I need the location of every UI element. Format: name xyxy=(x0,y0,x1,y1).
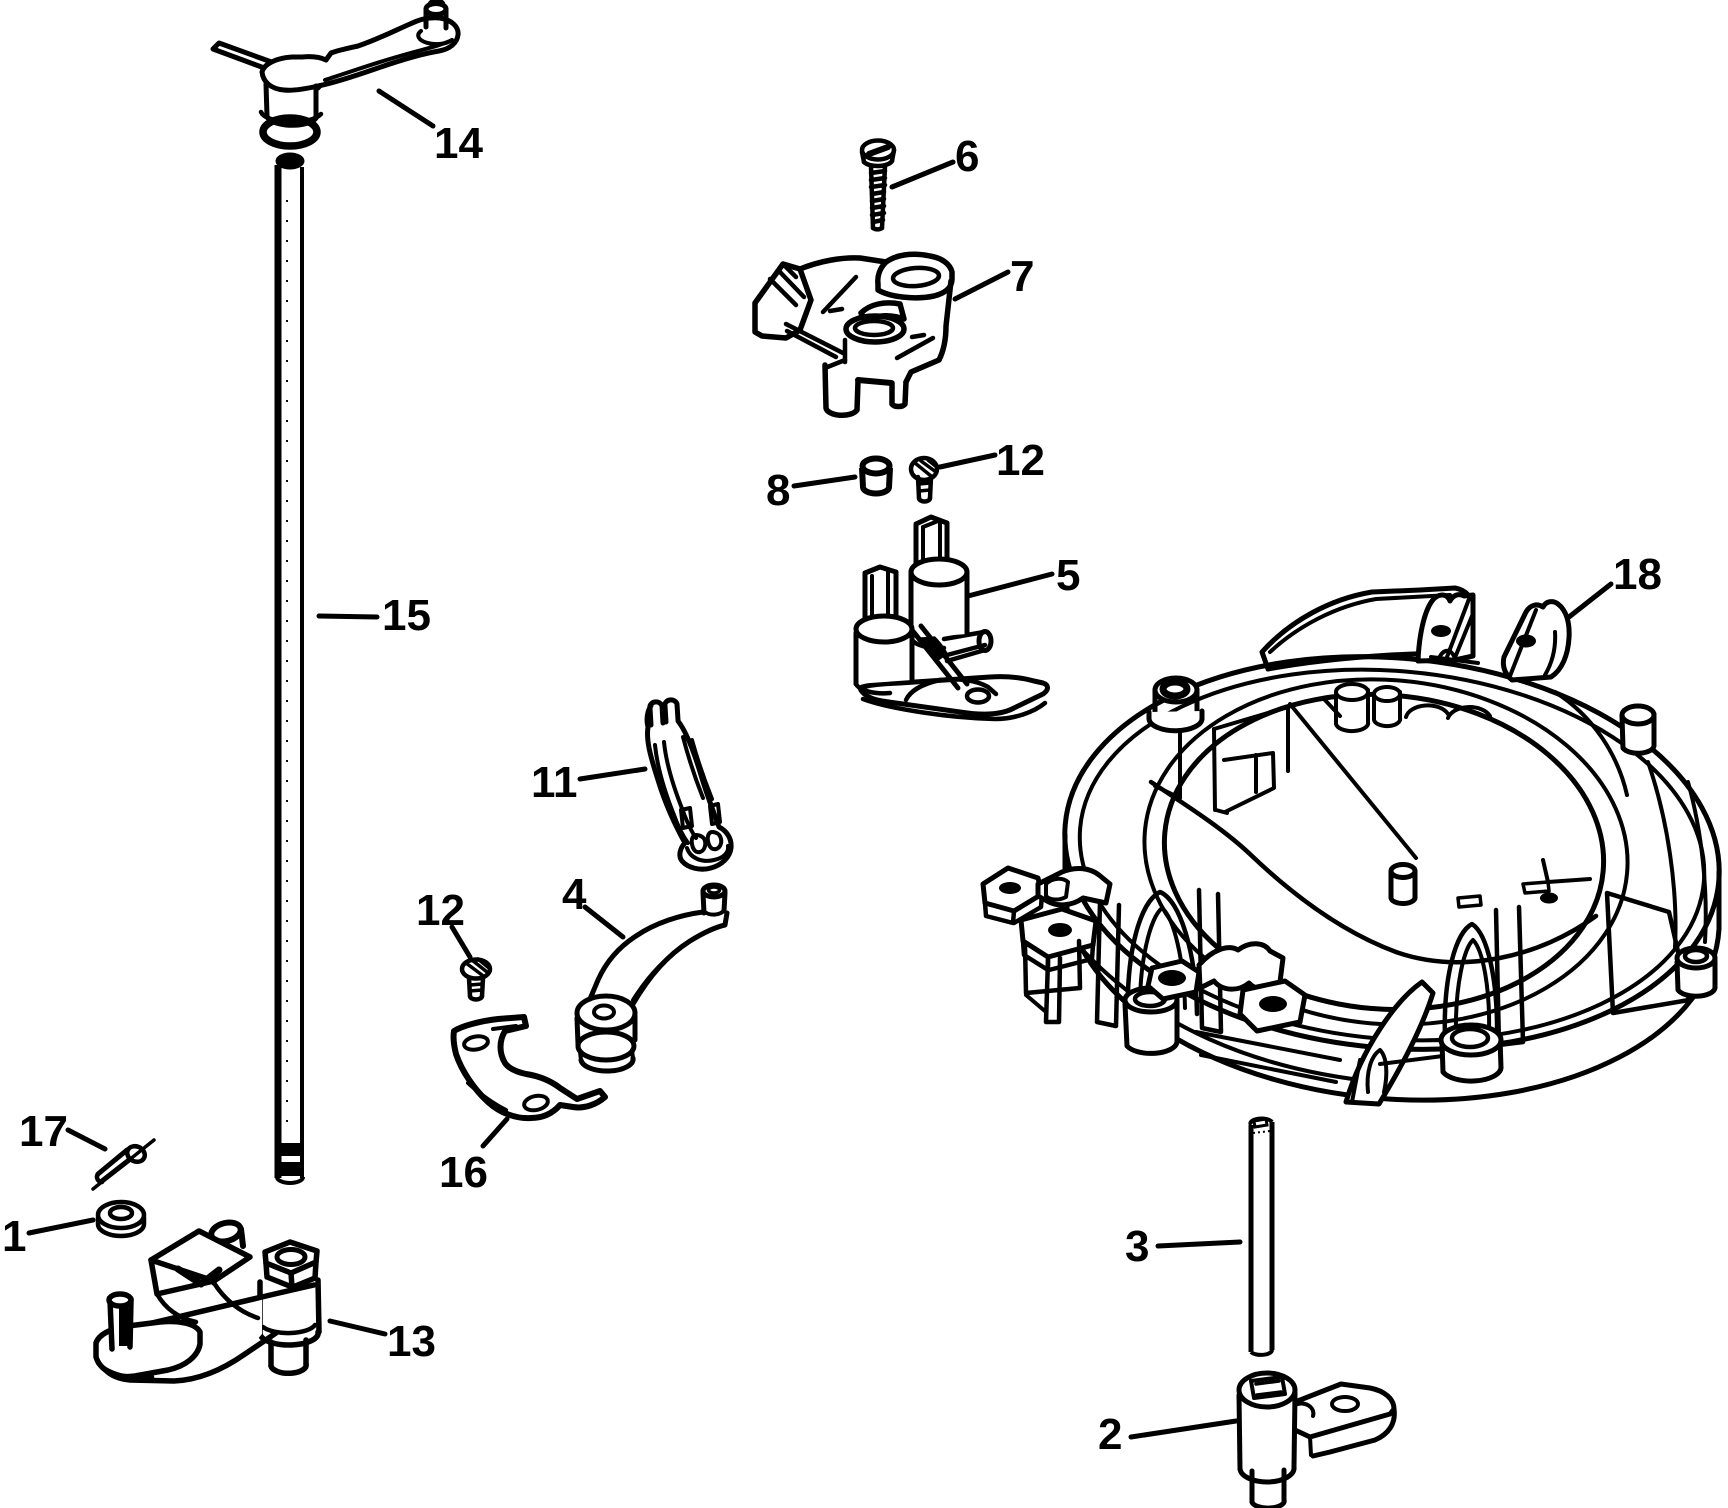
svg-text:12: 12 xyxy=(416,886,465,935)
svg-text:14: 14 xyxy=(434,119,483,168)
svg-text:15: 15 xyxy=(382,591,431,640)
svg-text:4: 4 xyxy=(562,870,587,919)
svg-text:16: 16 xyxy=(439,1148,488,1197)
svg-text:13: 13 xyxy=(387,1317,436,1366)
svg-text:11: 11 xyxy=(531,758,578,807)
svg-text:18: 18 xyxy=(1613,550,1662,599)
svg-text:2: 2 xyxy=(1098,1410,1122,1459)
svg-text:8: 8 xyxy=(766,466,790,515)
svg-text:3: 3 xyxy=(1125,1222,1149,1271)
svg-text:17: 17 xyxy=(19,1107,68,1156)
svg-text:5: 5 xyxy=(1056,551,1080,600)
svg-text:7: 7 xyxy=(1010,252,1034,301)
svg-text:6: 6 xyxy=(955,132,979,181)
svg-text:12: 12 xyxy=(996,436,1045,485)
svg-text:1: 1 xyxy=(2,1212,26,1261)
